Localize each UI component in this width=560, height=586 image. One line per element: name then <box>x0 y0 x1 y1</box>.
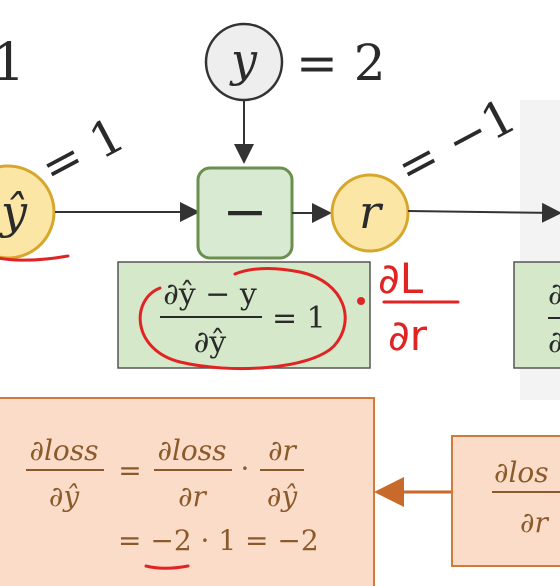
upstream-denominator: ∂r <box>520 506 549 539</box>
chain-r2-denominator: ∂ŷ <box>267 480 298 513</box>
red-circle-local-grad <box>138 266 347 371</box>
chain-dot: · <box>241 452 250 485</box>
op-minus-label: − <box>222 180 267 243</box>
chain-result-line: = −2 · 1 = −2 <box>118 524 319 557</box>
local-grad-numerator: ∂ŷ − y <box>163 277 257 312</box>
red-underline-minus-two <box>144 564 190 570</box>
right-grad-denominator: ∂ <box>548 325 560 360</box>
handwritten-dL: ∂L <box>378 254 424 303</box>
upstream-gradient-box <box>451 435 560 567</box>
node-r <box>330 173 410 253</box>
left-edge-number: 1 <box>0 33 25 93</box>
node-r-label: r <box>359 185 384 239</box>
red-dot <box>357 297 365 305</box>
chain-lhs-denominator: ∂ŷ <box>49 480 80 513</box>
chain-r1-numerator: ∂loss <box>157 434 226 467</box>
local-grad-result: = 1 <box>272 301 326 336</box>
node-yhat-label: ŷ <box>0 185 28 239</box>
chain-r1-denominator: ∂r <box>178 480 207 513</box>
handwritten-dr: ∂r <box>388 311 428 360</box>
edge-yhat-value: = 1 <box>31 107 133 197</box>
right-grad-numerator: ∂ <box>548 277 560 312</box>
chain-equals: = <box>118 454 141 487</box>
edge-r-to-next <box>407 202 560 223</box>
node-y-label: y <box>229 33 258 87</box>
local-grad-denominator: ∂ŷ <box>194 325 227 360</box>
chain-r2-numerator: ∂r <box>268 434 297 467</box>
edge-r-value: = −1 <box>387 88 525 197</box>
node-y-value: = 2 <box>296 34 386 92</box>
upstream-numerator: ∂los <box>494 456 549 489</box>
chain-lhs-numerator: ∂loss <box>29 434 98 467</box>
right-gradient-box <box>513 261 560 369</box>
red-underline-yhat <box>0 254 70 262</box>
